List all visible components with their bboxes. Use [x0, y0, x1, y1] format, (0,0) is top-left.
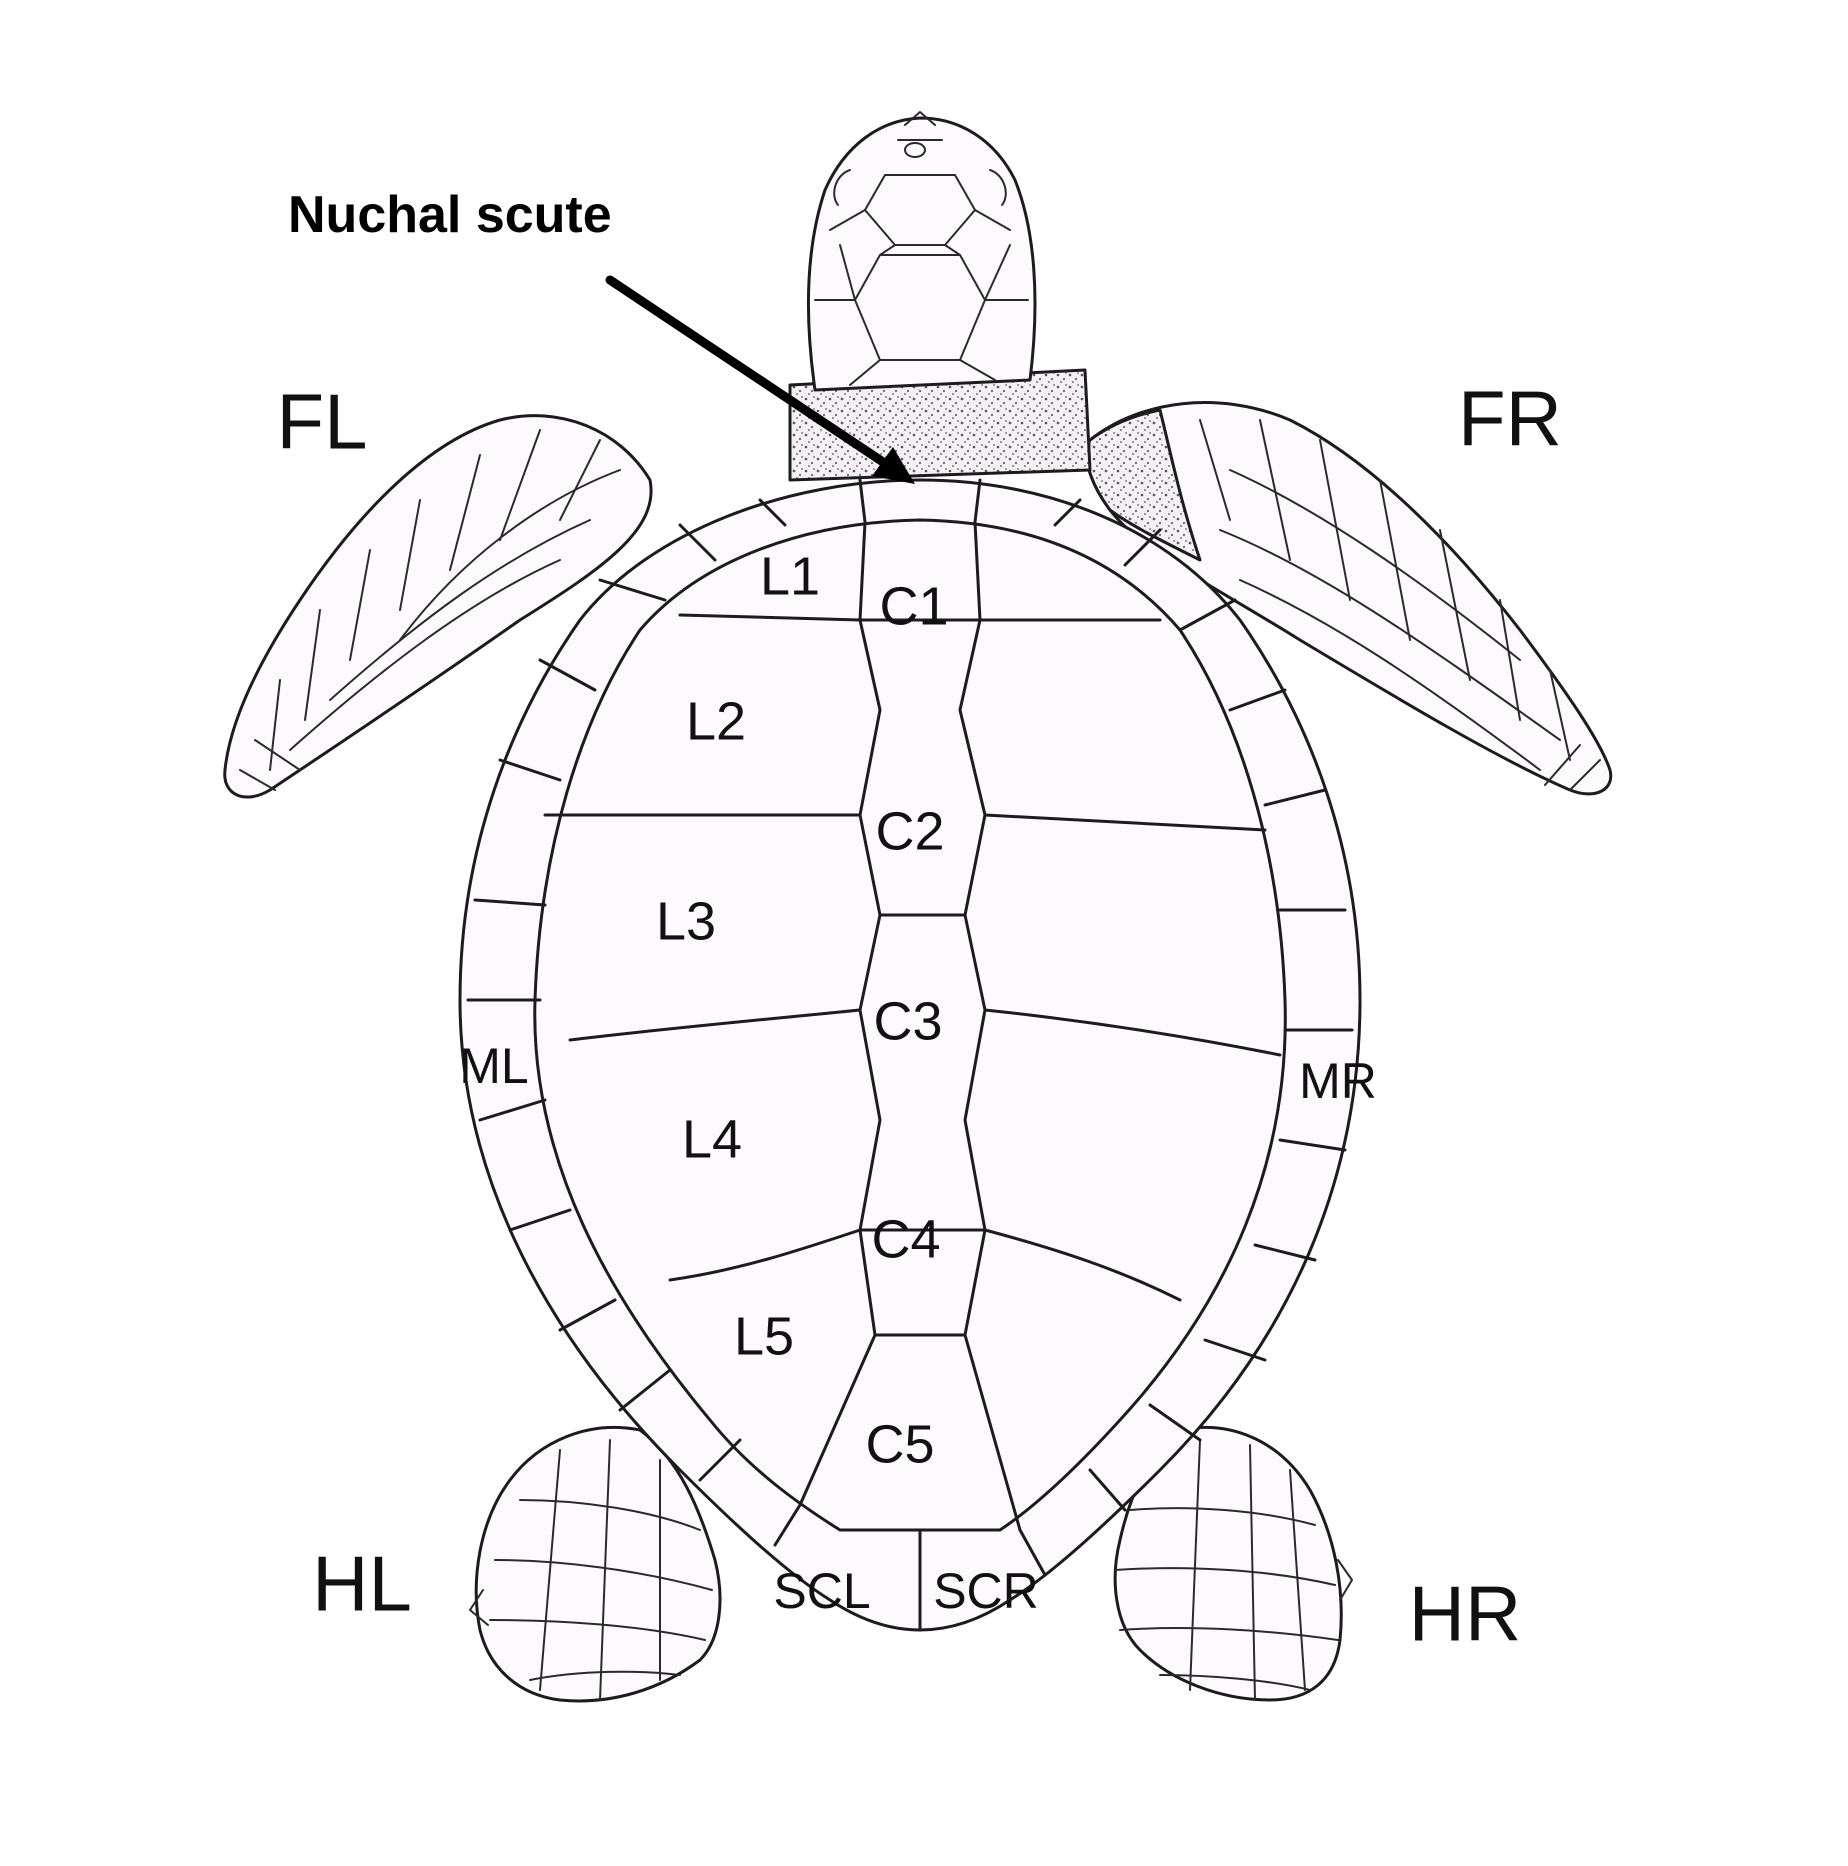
label-central-4: C4 [871, 1209, 940, 1269]
label-central-3: C3 [873, 991, 942, 1051]
label-lateral-5: L5 [734, 1306, 794, 1366]
nuchal-scute-title: Nuchal scute [288, 186, 612, 244]
label-lateral-3: L3 [656, 891, 716, 951]
label-front-right: FR [1458, 375, 1562, 463]
front-left-flipper [223, 414, 653, 799]
label-supracaudal-right: SCR [933, 1563, 1039, 1619]
label-hind-left: HL [312, 1540, 412, 1628]
label-central-2: C2 [875, 801, 944, 861]
label-hind-right: HR [1409, 1570, 1522, 1658]
label-front-left: FL [276, 378, 367, 466]
carapace [458, 478, 1362, 1632]
label-lateral-4: L4 [682, 1109, 742, 1169]
hind-left-flipper [469, 1425, 722, 1703]
label-supracaudal-left: SCL [773, 1563, 870, 1619]
nuchal-annotation: Nuchal scute [288, 186, 915, 484]
label-marginal-right: MR [1299, 1053, 1377, 1109]
label-marginal-left: ML [459, 1038, 528, 1094]
hind-right-flipper [1113, 1426, 1353, 1702]
label-central-1: C1 [879, 576, 948, 636]
label-lateral-2: L2 [686, 691, 746, 751]
head [806, 111, 1037, 392]
label-central-5: C5 [865, 1414, 934, 1474]
label-lateral-1: L1 [760, 546, 820, 606]
